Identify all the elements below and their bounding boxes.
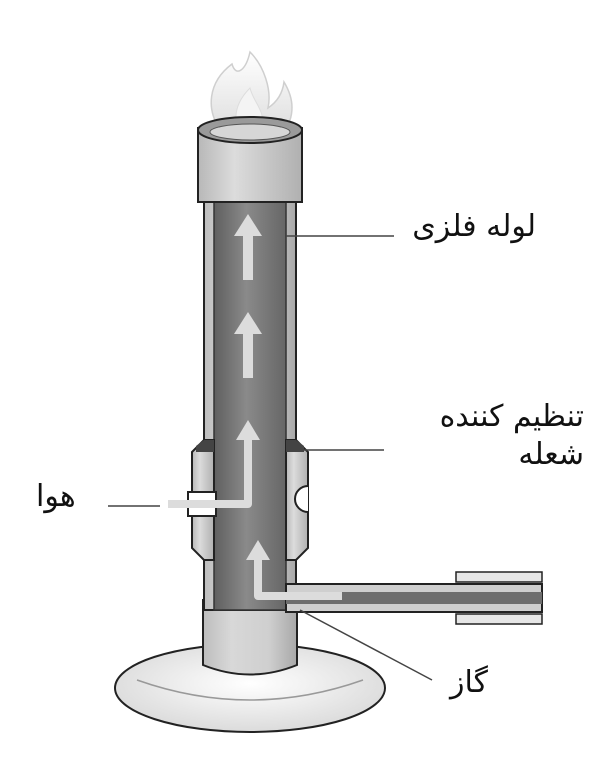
metal-tube-label: لوله فلزی (412, 209, 536, 244)
leader-lines (108, 235, 433, 681)
gas-flow-arrow (246, 540, 342, 600)
tube-top-collar (197, 116, 303, 203)
gas-label: گاز (450, 665, 488, 700)
up-arrow-icon (234, 214, 262, 378)
air-label: هوا (36, 479, 76, 514)
air-flow-arrow (168, 420, 260, 508)
tube-neck (202, 599, 298, 676)
flame-regulator-label: تنظیم کننده شعله (439, 399, 584, 472)
